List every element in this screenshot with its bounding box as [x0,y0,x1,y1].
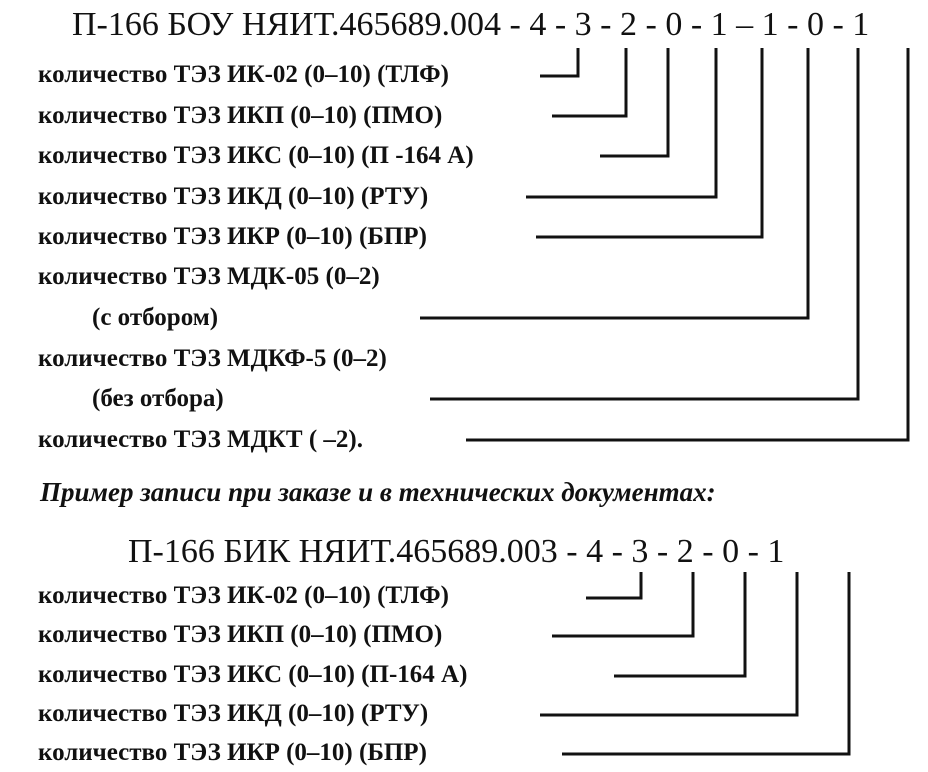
label-ikd: количество ТЭЗ ИКД (0–10) (РТУ) [38,183,429,210]
leader-ikd [526,48,718,199]
label-mdkt: количество ТЭЗ МДКТ ( –2). [38,426,364,453]
label-mdkf5-note: (без отбора) [92,385,224,412]
leader-mdkt [466,48,910,442]
leader-iks [600,48,670,158]
label2-ikr: количество ТЭЗ ИКР (0–10) (БПР) [38,739,427,766]
label2-ikd: количество ТЭЗ ИКД (0–10) (РТУ) [38,700,429,727]
label-mdk05: количество ТЭЗ МДК-05 (0–2) [38,263,380,290]
leader-mdkf5 [430,48,860,401]
label2-ik02: количество ТЭЗ ИК-02 (0–10) (ТЛФ) [38,582,449,609]
label2-ikp: количество ТЭЗ ИКП (0–10) (ПМО) [38,621,443,648]
leader-ik02 [540,48,580,78]
leader2-ik02 [586,572,643,600]
designation-code-2: П-166 БИК НЯИТ.465689.003 - 4 - 3 - 2 - … [128,533,785,570]
label-ikr: количество ТЭЗ ИКР (0–10) (БПР) [38,223,427,250]
leader-mdk05 [420,48,810,320]
designation-code-1: П-166 БОУ НЯИТ.465689.004 - 4 - 3 - 2 - … [72,6,870,43]
label-mdkf5: количество ТЭЗ МДКФ-5 (0–2) [38,345,387,372]
leader2-iks [614,572,747,678]
label-iks: количество ТЭЗ ИКС (0–10) (П -164 А) [38,142,474,169]
leader-ikr [536,48,764,239]
label2-iks: количество ТЭЗ ИКС (0–10) (П-164 А) [38,661,468,688]
example-heading: Пример записи при заказе и в технических… [40,477,716,507]
leader2-ikp [552,572,695,638]
label-mdk05-note: (с отбором) [92,304,219,331]
label-ikp: количество ТЭЗ ИКП (0–10) (ПМО) [38,102,443,129]
leader-ikp [552,48,628,118]
leader2-ikd [540,572,799,717]
leader2-ikr [562,572,851,756]
label-ik02: количество ТЭЗ ИК-02 (0–10) (ТЛФ) [38,61,449,88]
